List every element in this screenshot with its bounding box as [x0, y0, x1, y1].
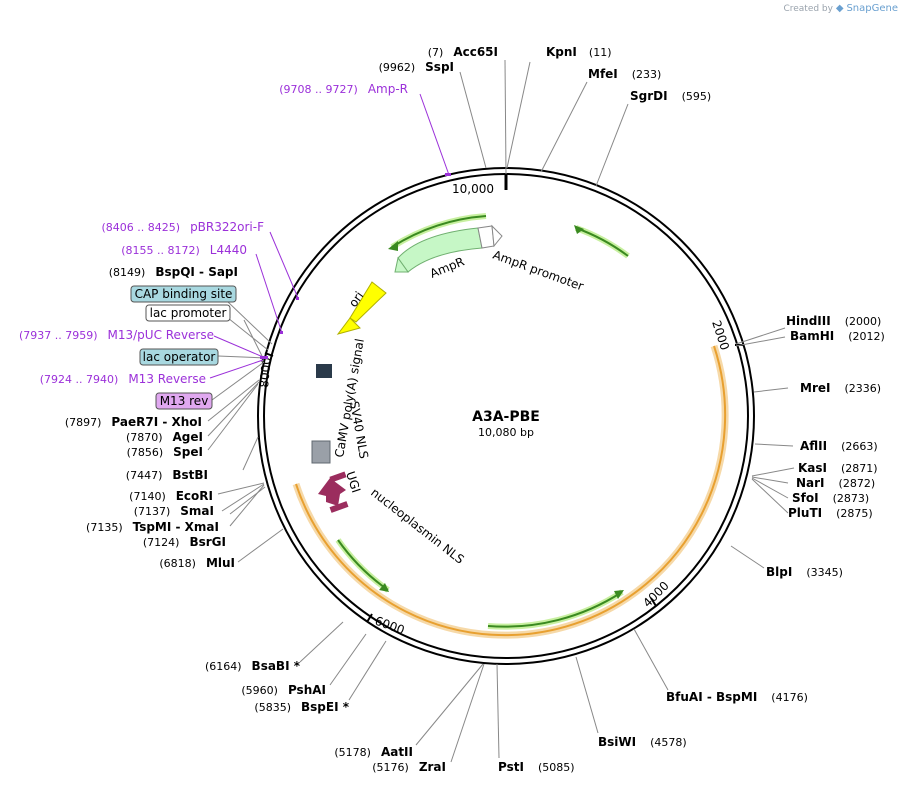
feature-label-ampr: AmpR	[428, 254, 466, 280]
site-bamhi: BamHI(2012)	[790, 329, 885, 343]
ori-feature	[349, 281, 387, 323]
site-bstbi: (7447)BstBI	[126, 468, 208, 482]
nucleoplasmin-nls-feature	[329, 501, 349, 513]
orf-arrow-3-head	[379, 583, 389, 592]
site-spei: (7856)SpeI	[127, 445, 203, 459]
site-bspqi: (8149)BspQI - SapI	[109, 265, 238, 279]
tick-6000	[366, 613, 373, 623]
site-ecori: (7140)EcoRI	[129, 489, 213, 503]
site-sgrdi: SgrDI(595)	[630, 89, 711, 103]
site-psti: PstI(5085)	[498, 760, 575, 774]
sv40-nls-feature	[311, 440, 331, 464]
site-leaders	[207, 59, 795, 763]
orf-arrow-1-head	[574, 225, 584, 234]
primer-m13-reverse: (7924 .. 7940)M13 Reverse	[40, 372, 206, 386]
orf-arrow-4-head	[614, 590, 624, 599]
tick-4000	[650, 597, 657, 607]
site-paer7i: (7897)PaeR7I - XhoI	[65, 415, 202, 429]
ugi-small-feature	[329, 471, 347, 483]
site-acc65i: (7)Acc65I	[428, 45, 498, 59]
box-m13-rev-label: M13 rev	[160, 394, 209, 408]
ugi-feature	[318, 478, 346, 506]
primer-pbr322ori-f: (8406 .. 8425)pBR322ori-F	[102, 220, 265, 234]
feature-label-nucleoplasmin: nucleoplasmin NLS	[368, 485, 467, 566]
site-bfuai: BfuAI - BspMI(4176)	[666, 690, 808, 704]
site-bsiwi: BsiWI(4578)	[598, 735, 687, 749]
site-sfoi: SfoI(2873)	[792, 491, 869, 505]
tick-label-10000: 10,000	[452, 182, 494, 196]
feature-label-ampr-promoter: AmpR promoter	[491, 248, 585, 294]
ampr-promoter-head	[491, 224, 503, 248]
primer-m13-puc-reverse: (7937 .. 7959)M13/pUC Reverse	[19, 328, 214, 342]
box-m13-rev: M13 rev	[155, 392, 213, 410]
box-lac-promoter: lac promoter	[145, 304, 231, 322]
orf-arrow-2	[391, 215, 487, 248]
primer-amp-r: (9708 .. 9727)Amp-R	[279, 82, 408, 96]
tick-8000	[264, 352, 274, 357]
site-agei: (7870)AgeI	[126, 430, 203, 444]
plasmid-length: 10,080 bp	[478, 426, 534, 439]
site-mfei: MfeI(233)	[588, 67, 661, 81]
box-lac-operator: lac operator	[139, 348, 219, 366]
feature-label-ugi: UGI	[343, 470, 363, 495]
box-leaders	[211, 301, 273, 401]
snapgene-watermark: Created by ◆ SnapGene	[783, 3, 898, 14]
site-smai: (7137)SmaI	[134, 504, 214, 518]
site-bspei: (5835)BspEI *	[254, 700, 349, 714]
box-lac-promoter-label: lac promoter	[150, 306, 227, 320]
snapgene-logo-icon: ◆	[835, 3, 844, 14]
site-tspmi: (7135)TspMI - XmaI	[86, 520, 219, 534]
plasmid-name: A3A-PBE	[472, 409, 540, 425]
site-sspi: (9962)SspI	[379, 60, 454, 74]
site-mrei: MreI(2336)	[800, 381, 881, 395]
primer-marks	[260, 173, 451, 359]
camv-polya-feature	[316, 364, 332, 378]
box-cap-binding-site: CAP binding site	[130, 285, 237, 303]
site-bsabi: (6164)BsaBI *	[205, 659, 301, 673]
site-aatii: (5178)AatII	[334, 745, 413, 759]
site-kasi: KasI(2871)	[798, 461, 878, 475]
site-hindiii: HindIII(2000)	[786, 314, 881, 328]
box-cap-binding-site-label: CAP binding site	[135, 287, 233, 301]
site-nari: NarI(2872)	[796, 476, 875, 490]
orf-arrow-1-bg	[574, 225, 630, 259]
primer-leaders	[209, 93, 450, 379]
ori-feature-head	[336, 317, 361, 335]
box-lac-operator-label: lac operator	[143, 350, 216, 364]
orf-arrow-2-head	[388, 241, 398, 251]
tick-label-6000: 6000	[373, 614, 406, 638]
site-mlui: (6818)MluI	[159, 556, 235, 570]
site-pshai: (5960)PshAI	[241, 683, 326, 697]
site-pluti: PluTI(2875)	[788, 506, 873, 520]
watermark-prefix: Created by	[783, 4, 833, 14]
orf-arrow-4	[487, 591, 623, 628]
ampr-feature-head	[394, 256, 409, 273]
site-bsrgi: (7124)BsrGI	[143, 535, 226, 549]
primer-l4440: (8155 .. 8172)L4440	[121, 243, 247, 257]
orf-arc	[295, 345, 727, 637]
site-aflii: AflII(2663)	[800, 439, 878, 453]
site-zrai: (5176)ZraI	[372, 760, 446, 774]
site-blpi: BlpI(3345)	[766, 565, 843, 579]
site-kpni: KpnI(11)	[546, 45, 612, 59]
watermark-brand: SnapGene	[846, 3, 898, 14]
